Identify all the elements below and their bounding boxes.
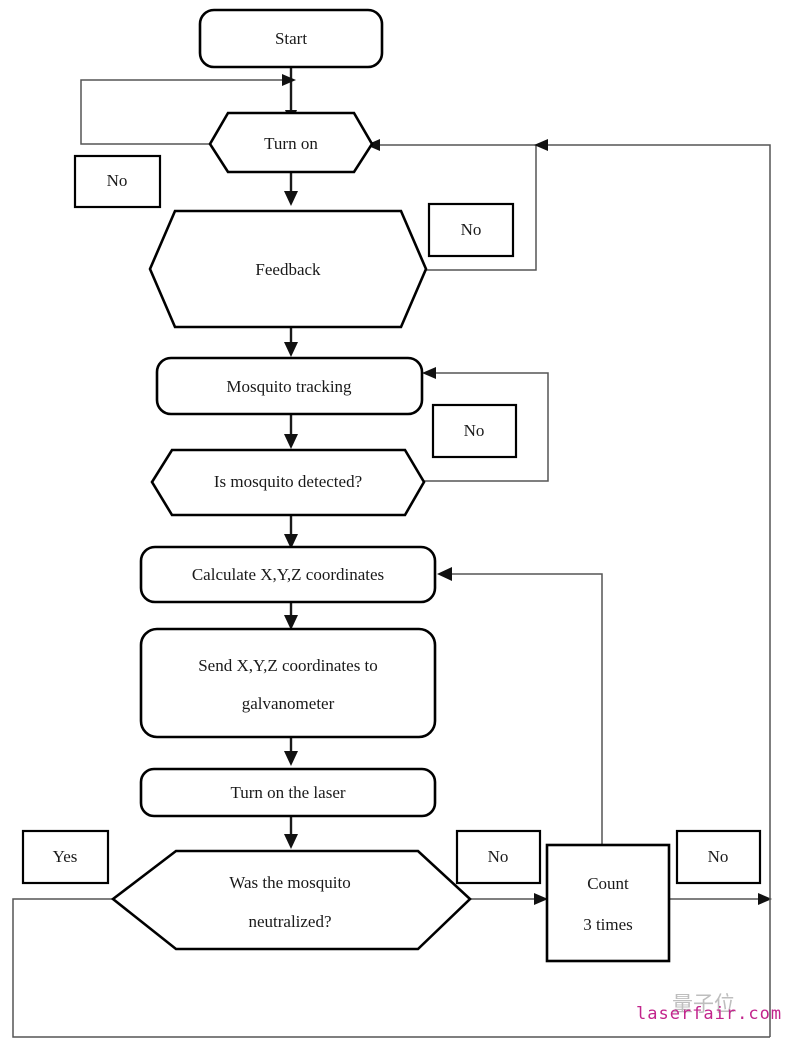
node-calculate-coordinates[interactable]: Calculate X,Y,Z coordinates	[139, 545, 437, 604]
edge-label-no-tracking-text: No	[464, 421, 485, 440]
node-count-line2: 3 times	[583, 915, 633, 934]
node-is-mosquito-detected[interactable]: Is mosquito detected?	[150, 448, 426, 517]
edge-detection-no-loop	[422, 367, 549, 482]
node-start-label: Start	[275, 29, 307, 48]
edge-turn-on-left-loop	[80, 74, 296, 145]
node-turn-on-laser[interactable]: Turn on the laser	[139, 767, 437, 818]
node-turn-on-laser-label: Turn on the laser	[230, 783, 345, 802]
edge-turn-on-to-feedback	[284, 171, 298, 206]
edge-count-no-to-return	[669, 893, 772, 905]
node-start[interactable]: Start	[198, 8, 384, 69]
node-send-coordinates[interactable]: Send X,Y,Z coordinates to galvanometer	[139, 627, 437, 739]
node-turn-on[interactable]: Turn on	[208, 111, 374, 174]
edge-label-yes-neutralized-text: Yes	[53, 847, 78, 866]
node-feedback-label: Feedback	[255, 260, 321, 279]
edge-right-return-to-turn-on	[534, 139, 771, 1037]
edge-label-no-turn-on-text: No	[107, 171, 128, 190]
edge-label-no-neutralized-text: No	[488, 847, 509, 866]
node-is-mosquito-detected-label: Is mosquito detected?	[214, 472, 362, 491]
node-feedback[interactable]: Feedback	[148, 209, 428, 329]
node-mosquito-tracking[interactable]: Mosquito tracking	[155, 356, 424, 416]
edge-label-no-neutralized: No	[455, 829, 542, 885]
edge-count-to-calculate	[437, 567, 603, 845]
edge-send-to-laser	[284, 736, 298, 766]
node-was-neutralized-line2: neutralized?	[248, 912, 331, 931]
node-was-neutralized[interactable]: Was the mosquito neutralized?	[110, 849, 472, 951]
edge-calculate-to-send	[284, 602, 298, 630]
edge-label-no-turn-on: No	[73, 154, 162, 209]
edge-label-no-count: No	[675, 829, 762, 885]
edge-feedback-no-loop	[366, 139, 537, 271]
edge-label-no-feedback-text: No	[461, 220, 482, 239]
edge-label-yes-neutralized: Yes	[21, 829, 110, 885]
node-turn-on-label: Turn on	[264, 134, 318, 153]
edge-label-no-feedback: No	[427, 202, 515, 258]
node-count[interactable]: Count 3 times	[545, 843, 671, 963]
edge-tracking-to-detection	[284, 414, 298, 449]
edge-detection-to-calculate	[284, 515, 298, 549]
edge-feedback-to-tracking	[284, 327, 298, 357]
node-calculate-coordinates-label: Calculate X,Y,Z coordinates	[192, 565, 384, 584]
edge-laser-to-neutralized	[284, 816, 298, 849]
edge-neutralized-no-to-count	[470, 893, 548, 905]
node-send-coordinates-line2: galvanometer	[242, 694, 335, 713]
node-mosquito-tracking-label: Mosquito tracking	[226, 377, 352, 396]
edge-label-no-count-text: No	[708, 847, 729, 866]
edge-neutralized-yes-loop	[12, 898, 770, 1038]
node-was-neutralized-line1: Was the mosquito	[229, 873, 350, 892]
node-send-coordinates-line1: Send X,Y,Z coordinates to	[198, 656, 378, 675]
node-count-line1: Count	[587, 874, 629, 893]
edge-label-no-tracking: No	[431, 403, 518, 459]
